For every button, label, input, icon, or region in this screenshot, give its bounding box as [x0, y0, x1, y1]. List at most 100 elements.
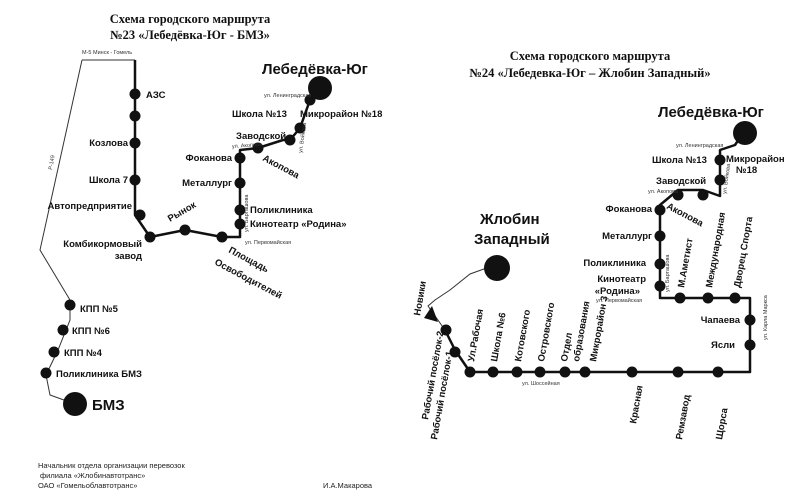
terminus-zhlobin-label-2: Западный [474, 231, 550, 248]
stop24-zavodskoy-marker [697, 189, 709, 201]
stop24-school13-marker [714, 174, 726, 186]
stop-kpp6-label: КПП №6 [72, 326, 110, 337]
stop24-mkr18-label-1: Микрорайон [726, 154, 785, 165]
route-23-scheme: Схема городского маршрута №23 «Лебедёвка… [39, 12, 382, 416]
zhlobin-zapadny-branch-line [427, 264, 496, 331]
route-24-scheme: Схема городского маршрута №24 «Лебедевка… [412, 49, 785, 441]
stop-zavodskoy2-marker [284, 134, 296, 146]
stop-kpp4-label: КПП №4 [64, 348, 103, 359]
stop24-akopova-label: Акопова [665, 201, 706, 230]
stop24-shchorsa-label: Щорса [714, 406, 731, 440]
street-karla-marksa-24: ул. Карла Маркса [763, 294, 769, 340]
stop24-dvorets-label: Дворец Спорта [732, 215, 755, 288]
stop24-otdel-marker [559, 366, 571, 378]
stop-avtopredpriyatie-marker [134, 209, 146, 221]
stop24-chapaeva-label: Чапаева [701, 315, 741, 326]
stop24-akopova-marker [672, 189, 684, 201]
street-barykina-24: ул. Барташова [665, 254, 671, 292]
stop-kozlova-label: Козлова [89, 138, 129, 149]
stop-mkr18-marker [304, 94, 316, 106]
stop24-ul-rabochaya-label: Ул.Рабочая [466, 308, 486, 362]
terminus-zhlobin-label-1: Жлобин [479, 211, 540, 228]
stop24-chapaeva-marker [744, 314, 756, 326]
stop-zavodskoy-label: Заводской [236, 131, 286, 142]
stop-akopova-label: Акопова [261, 153, 302, 182]
street-r149-label: Р-149 [48, 155, 56, 171]
footer-line-2: филиала «Жлобинавтотранс» [40, 471, 145, 480]
route23-title-line1: Схема городского маршрута [110, 12, 271, 26]
stop24-krasnaya-label: Красная [628, 384, 646, 424]
footer-signature: И.А.Макарова [323, 481, 373, 490]
stop-kinoteatr-marker [234, 218, 246, 230]
stop24-dvorets-marker [729, 292, 741, 304]
stop24-m-ametist-marker [674, 292, 686, 304]
bmz-branch-line [45, 300, 76, 405]
stop-fokanova-marker [234, 152, 246, 164]
stop24-noviki-marker [424, 306, 438, 322]
stop24-rabochiy2-marker [449, 346, 461, 358]
street-akopova-24: ул. Акопова [648, 189, 679, 195]
highway-r149-line [39, 59, 83, 301]
stop24-kotovskogo-marker [511, 366, 523, 378]
stop-kombikorm-label-1: Комбикормовый [63, 239, 142, 250]
stop-kpp5-marker [64, 299, 76, 311]
stop24-metallurg-label: Металлург [602, 231, 652, 242]
stop-kozlova-marker [129, 137, 141, 149]
terminus-bmz-marker [63, 392, 87, 416]
stop24-shkola6-label: Школа №6 [489, 312, 508, 363]
terminus-lebedevka-23-marker [308, 76, 332, 100]
stop24-shchorsa-marker [712, 366, 724, 378]
stop-azs2-marker [129, 110, 141, 122]
stop24-metallurg-marker [654, 230, 666, 242]
stop24-poliklinika-label: Поликлиника [583, 258, 646, 269]
stop-poliklinika-bmz-marker [40, 367, 52, 379]
street-pervomayskaya-23: ул. Первомайская [245, 239, 291, 246]
stop-poliklinika-label: Поликлиника [250, 205, 313, 216]
route24-title-line1: Схема городского маршрута [510, 49, 671, 63]
stop24-krasnaya-marker [626, 366, 638, 378]
street-pervomayskaya-24: ул. Первомайская [596, 297, 642, 304]
stop24-mezhdunarodnaya-marker [702, 292, 714, 304]
stop24-school13-label: Школа №13 [652, 155, 707, 166]
stop24-ul-rabochaya-marker [464, 366, 476, 378]
stop24-kinoteatr-marker [654, 280, 666, 292]
stop24-poliklinika-marker [654, 258, 666, 270]
stop24-kinoteatr-label-1: Кинотеатр [597, 274, 646, 285]
stop24-fokanova-label: Фоканова [606, 204, 653, 215]
stop24-m-ametist-label: М.Аметист [676, 237, 696, 289]
stop-poliklinika-marker [234, 204, 246, 216]
stop-metallurg-label: Металлург [182, 178, 232, 189]
stop-fokanova-label: Фоканова [186, 153, 233, 164]
stop-azs-marker [129, 88, 141, 100]
stop24-mkr18-marker [714, 154, 726, 166]
stop-azs-label: АЗС [146, 90, 166, 101]
stop24-kotovskogo-label: Котовского [513, 309, 533, 363]
stop-school13-marker [294, 122, 306, 134]
stop-avtopredpriyatie-label: Автопредприятие [48, 201, 132, 212]
stop24-noviki-label: Новики [412, 280, 429, 316]
stop-zavodskoy-marker [252, 142, 264, 154]
street-barykina-23: ул. Барташова [244, 194, 250, 232]
stop24-rabochiy1-marker [440, 324, 452, 336]
terminus-bmz-label: БМЗ [92, 397, 125, 414]
stop-poliklinika-bmz-label: Поликлиника БМЗ [56, 369, 142, 380]
stop-kpp4-marker [48, 346, 60, 358]
stop-kpp5-label: КПП №5 [80, 304, 119, 315]
terminus-lebedevka-23-label: Лебедёвка-Юг [262, 61, 368, 78]
stop-metallurg-marker [234, 177, 246, 189]
stop24-yasli-label: Ясли [711, 340, 735, 351]
terminus-lebedevka-24-label: Лебедёвка-Юг [658, 104, 764, 121]
stop-kombikorm-label-2: завод [115, 251, 142, 262]
stop-rynok-marker [179, 224, 191, 236]
footer-line-3: ОАО «Гомельоблавтотранс» [38, 481, 137, 490]
stop24-yasli-marker [744, 339, 756, 351]
stop-kpp6-marker [57, 324, 69, 336]
stop-shkola7-label: Школа 7 [89, 175, 128, 186]
stop-kinoteatr-label: Кинотеатр «Родина» [250, 219, 347, 230]
stop24-fokanova-marker [654, 204, 666, 216]
stop24-ostrovskogo-marker [534, 366, 546, 378]
stop24-shkola6-marker [487, 366, 499, 378]
stop-rynok-label: Рынок [166, 200, 198, 225]
street-leningradskaya-23: ул. Ленинградская [264, 93, 311, 99]
